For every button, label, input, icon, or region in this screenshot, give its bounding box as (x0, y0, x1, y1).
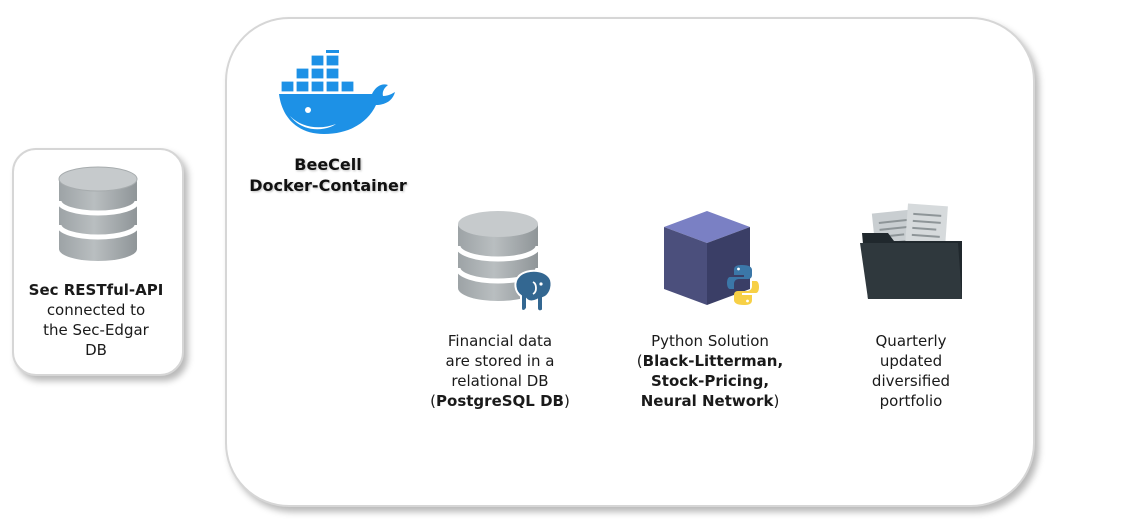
postgres-line-3: relational DB (451, 372, 549, 390)
sec-api-line-3: the Sec-Edgar (43, 321, 149, 339)
python-model-2: Stock-Pricing, (650, 372, 770, 390)
docker-container-title: BeeCell Docker-Container (238, 154, 418, 196)
portfolio-label: Quarterly updated diversified portfolio (836, 331, 986, 411)
python-paren-open: ( (636, 352, 643, 370)
postgresql-database-icon (455, 211, 553, 313)
docker-title-line-1: BeeCell (294, 155, 362, 174)
portfolio-line-2: updated (879, 352, 943, 370)
sec-api-title: Sec RESTful-API (28, 281, 164, 299)
postgres-line-2: are stored in a (445, 352, 555, 370)
python-cube-icon (664, 211, 759, 305)
database-icon (56, 166, 140, 261)
postgres-label: Financial data are stored in a relationa… (420, 331, 580, 411)
postgres-db-name: PostgreSQL DB (436, 392, 564, 410)
postgres-paren-open: ( (430, 392, 437, 410)
python-paren-close: ) (773, 392, 780, 410)
portfolio-line-1: Quarterly (875, 332, 947, 350)
portfolio-line-4: portfolio (879, 392, 943, 410)
docker-whale-icon (279, 50, 395, 134)
python-line-2: (Black-Litterman, (628, 351, 792, 371)
portfolio-folder-icon (860, 203, 962, 299)
python-line-1: Python Solution (651, 332, 769, 350)
python-model-1: Black-Litterman, (642, 352, 784, 370)
postgres-line-1: Financial data (447, 332, 553, 350)
sec-api-label: Sec RESTful-API connected to the Sec-Edg… (16, 280, 176, 360)
python-line-4: Neural Network) (628, 391, 792, 411)
python-label: Python Solution (Black-Litterman, Stock-… (628, 331, 792, 411)
postgres-line-4: (PostgreSQL DB) (420, 391, 580, 411)
docker-title-line-2: Docker-Container (249, 176, 407, 195)
portfolio-line-3: diversified (871, 372, 951, 390)
postgres-paren-close: ) (563, 392, 570, 410)
python-model-3: Neural Network (640, 392, 774, 410)
sec-api-line-4: DB (85, 341, 107, 359)
sec-api-line-2: connected to (46, 301, 146, 319)
